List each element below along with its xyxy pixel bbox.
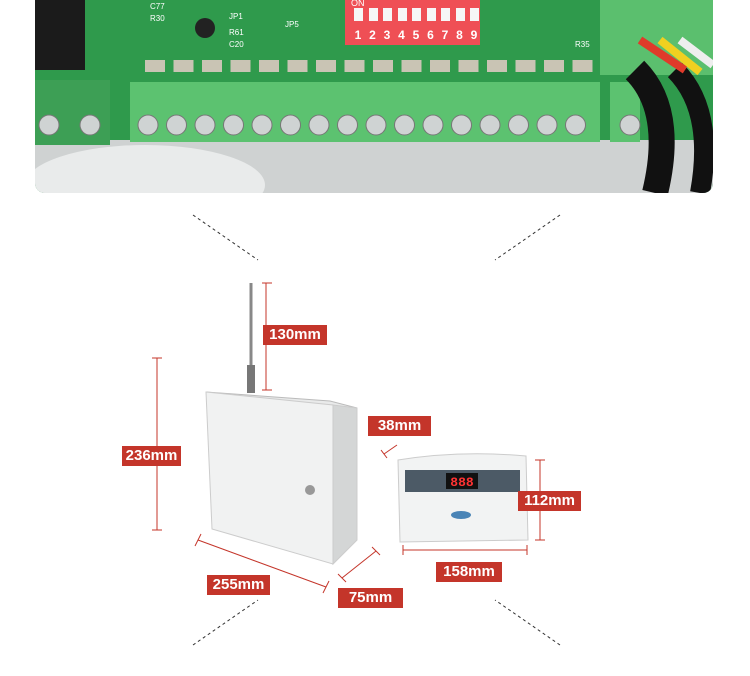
dip-switch-number: 8 <box>456 28 463 42</box>
resistor-array <box>316 60 336 72</box>
terminal-screw <box>194 114 216 136</box>
antenna-height-label: 130mm <box>263 325 327 345</box>
resistor-array <box>401 60 422 72</box>
panel-display: 888 <box>450 475 474 490</box>
dip-switch-number: 5 <box>412 28 420 42</box>
panel-depth-label: 38mm <box>368 416 431 436</box>
resistor-array <box>572 60 593 72</box>
silk-label: R35 <box>575 40 590 49</box>
terminal-screw <box>337 114 358 136</box>
resistor-array <box>173 60 194 72</box>
resistor-array <box>458 60 479 72</box>
silk-label: C20 <box>229 40 244 49</box>
resistor-array <box>145 60 165 72</box>
terminal-screw <box>166 114 187 136</box>
dip-switch-toggle[interactable] <box>354 8 363 21</box>
resistor-array <box>344 60 365 72</box>
terminal-screw <box>422 114 444 136</box>
panel-width-label: 158mm <box>436 562 502 582</box>
dip-switch-toggle[interactable] <box>455 8 465 21</box>
dip-switch-toggle[interactable] <box>426 8 436 21</box>
resistor-array <box>487 60 507 72</box>
resistor-array <box>259 60 279 72</box>
dip-switch-number: 6 <box>427 28 434 42</box>
silk-label: JP1 <box>229 12 243 21</box>
terminal-screw <box>451 114 472 136</box>
terminal-screw <box>536 114 558 136</box>
resistor-array <box>287 60 308 72</box>
resistor-array <box>515 60 536 72</box>
silk-label: R61 <box>229 28 244 37</box>
dip-switch-toggle[interactable] <box>368 8 378 21</box>
terminal-screw <box>508 114 529 136</box>
silk-label: JP5 <box>285 20 299 29</box>
alarm-box <box>205 283 358 566</box>
dip-switch-toggle[interactable] <box>412 8 421 21</box>
pcb-illustration <box>35 0 713 193</box>
dip-switch-toggle[interactable] <box>441 8 450 21</box>
dimension-lines <box>152 282 545 594</box>
resistor-array <box>544 60 564 72</box>
dip-switch-number: 3 <box>383 28 391 42</box>
dip-switch-toggle[interactable] <box>383 8 392 21</box>
resistor-array <box>373 60 393 72</box>
terminal-screw <box>280 114 301 136</box>
terminal-screw <box>394 114 415 136</box>
dip-switch-number: 7 <box>441 28 449 42</box>
dip-switch-number: 9 <box>470 28 478 42</box>
control-panel: 888 <box>397 453 529 543</box>
terminal-screw <box>565 114 586 136</box>
dip-switch-number: 1 <box>354 28 362 42</box>
panel-height-label: 112mm <box>518 491 581 511</box>
terminal-screw <box>223 114 244 136</box>
terminal-screw <box>79 114 101 136</box>
terminal-screw <box>479 114 501 136</box>
terminal-screw <box>137 114 159 136</box>
terminal-screw <box>365 114 387 136</box>
decorative-dashed-lines <box>192 214 561 646</box>
silk-label: C77 <box>150 2 165 11</box>
box-height-label: 236mm <box>122 446 181 466</box>
resistor-array <box>430 60 450 72</box>
dip-switch-toggle[interactable] <box>470 8 479 21</box>
dip-switch-number: 2 <box>369 28 376 42</box>
terminal-screw <box>251 114 273 136</box>
terminal-screw <box>308 114 330 136</box>
box-depth-label: 75mm <box>338 588 403 608</box>
box-width-label: 255mm <box>207 575 270 595</box>
dip-switch-number: 4 <box>398 28 405 42</box>
silk-label: R30 <box>150 14 165 23</box>
dip-on-label: ON <box>351 0 365 8</box>
terminal-screw <box>38 114 60 136</box>
terminal-screw <box>619 114 641 136</box>
resistor-array <box>202 60 222 72</box>
dip-switch-toggle[interactable] <box>397 8 407 21</box>
resistor-array <box>230 60 251 72</box>
